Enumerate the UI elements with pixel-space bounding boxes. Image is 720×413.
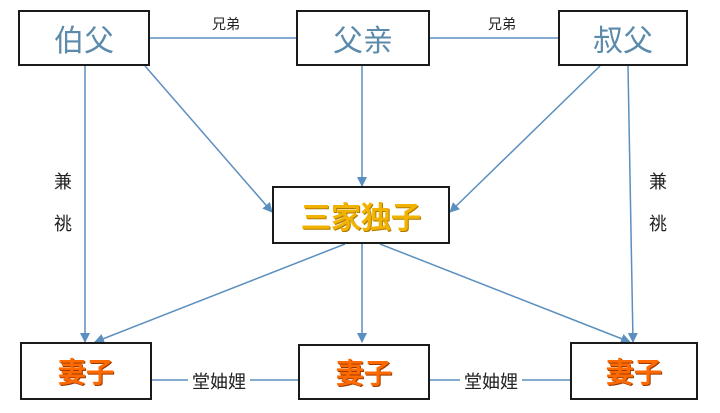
node-father: 父亲: [296, 10, 430, 66]
node-son-label: 三家独子: [301, 201, 421, 236]
label-sisters-in-law-right: 堂妯娌: [460, 368, 522, 394]
node-wife-left: 妻子: [20, 342, 152, 400]
node-uncle-younger: 叔父: [558, 10, 688, 66]
edge-son-to-wife-left: [94, 243, 346, 344]
node-wife-middle-label: 妻子: [335, 357, 392, 390]
label-brothers-left: 兄弟: [212, 14, 240, 34]
label-brothers-right: 兄弟: [488, 14, 516, 34]
node-uncle-younger-label: 叔父: [593, 24, 653, 59]
label-jiantiao-left: 兼祧: [51, 172, 72, 256]
node-father-label: 父亲: [333, 24, 393, 59]
node-wife-right-label: 妻子: [605, 356, 662, 389]
node-son: 三家独子: [272, 186, 450, 244]
node-uncle-elder: 伯父: [18, 10, 150, 66]
edge-son-to-wife-right: [379, 243, 631, 344]
label-sisters-in-law-left: 堂妯娌: [188, 368, 250, 394]
label-jiantiao-right: 兼祧: [646, 172, 667, 256]
node-wife-right: 妻子: [570, 342, 698, 400]
node-uncle-elder-label: 伯父: [54, 24, 114, 59]
node-wife-middle: 妻子: [298, 344, 430, 400]
edge-younger-to-son: [449, 65, 601, 213]
edge-younger-to-wife-right: [627, 65, 638, 343]
edge-elder-to-son: [144, 65, 273, 213]
node-wife-left-label: 妻子: [57, 356, 114, 389]
